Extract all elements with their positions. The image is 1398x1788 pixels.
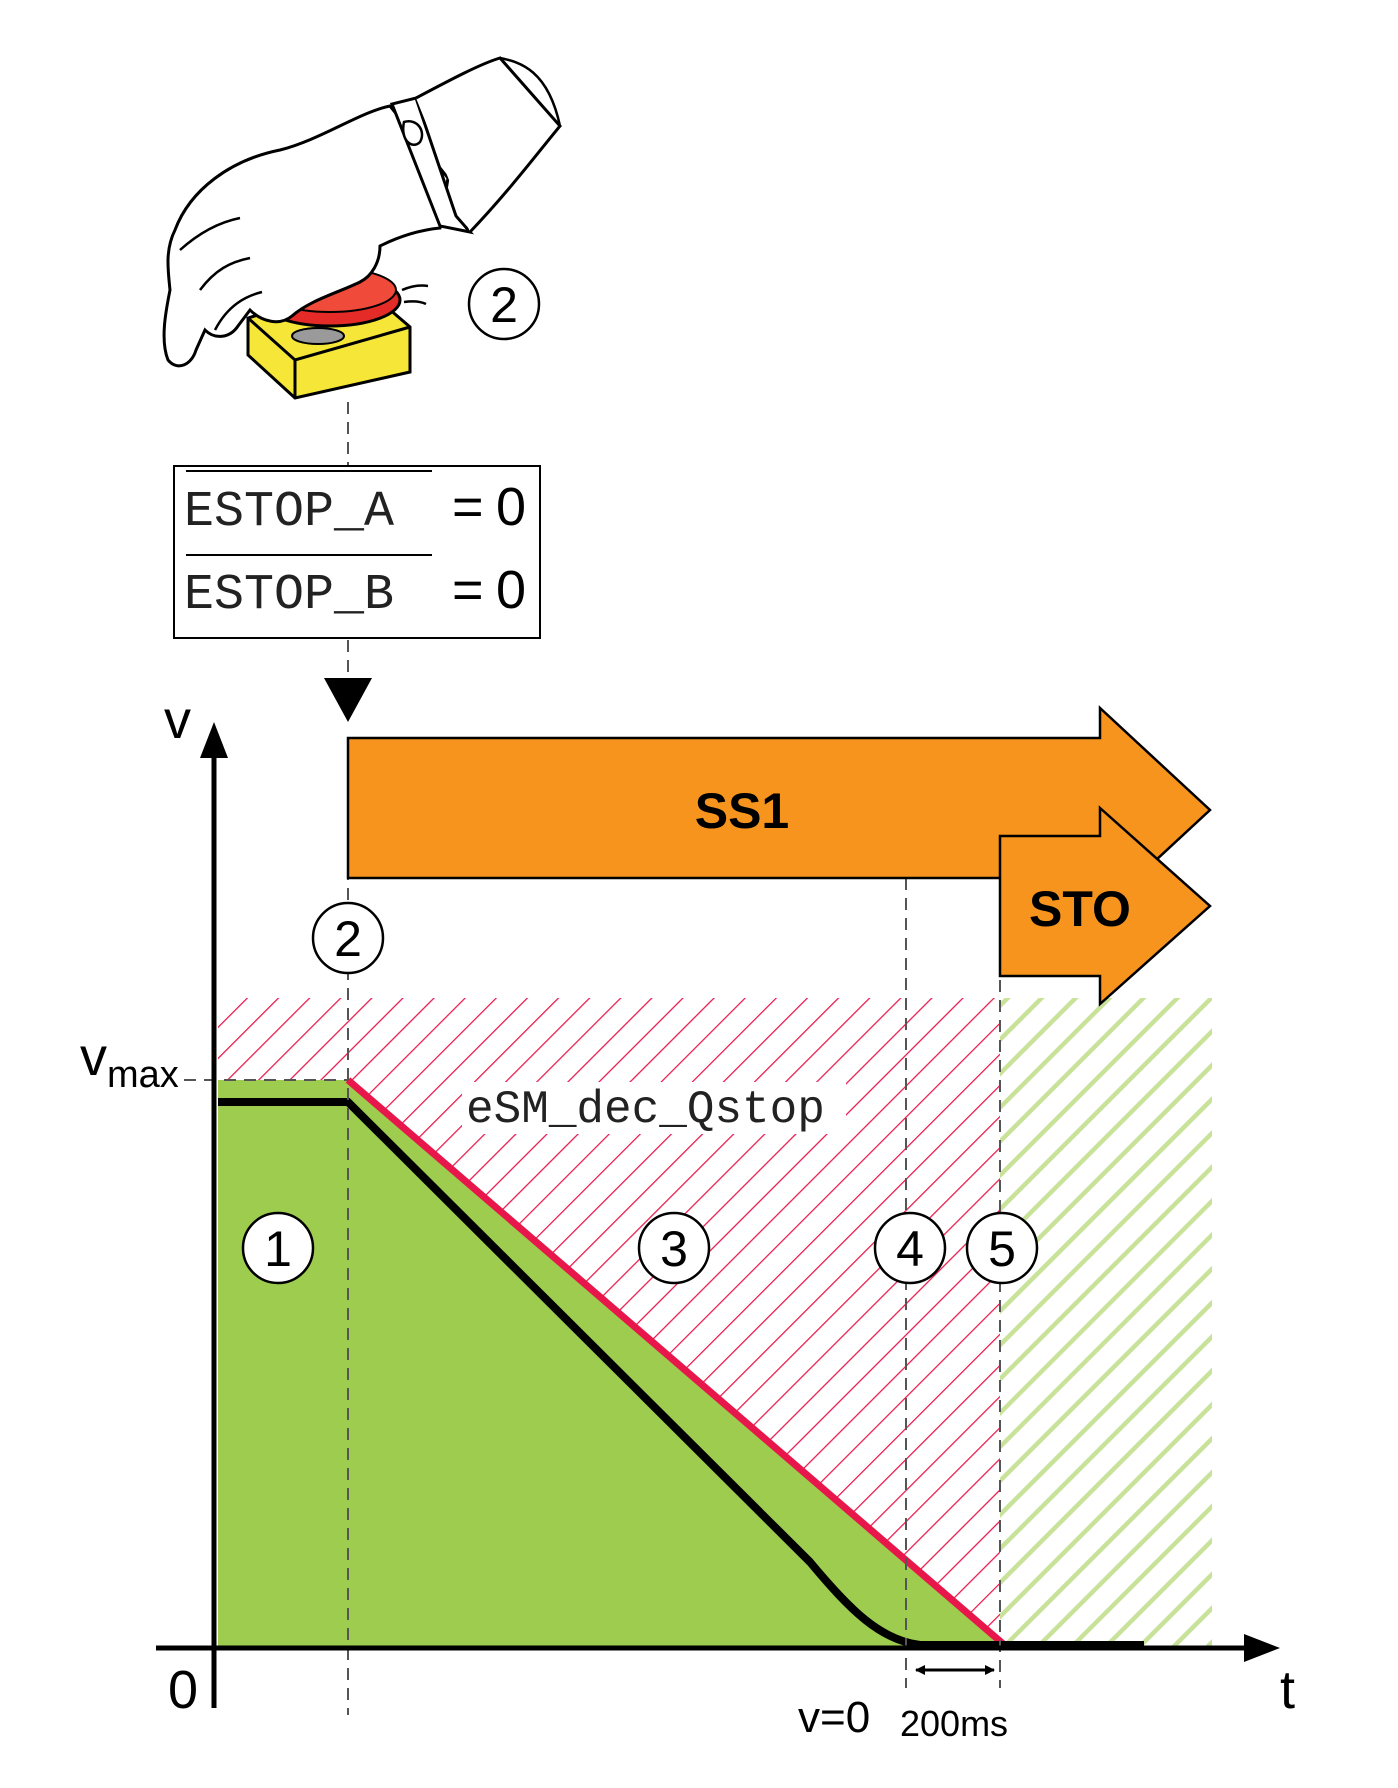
y-axis-label: v — [164, 690, 191, 750]
svg-text:2: 2 — [334, 911, 362, 967]
marker-2-axis: 2 — [311, 901, 385, 975]
svg-text:2: 2 — [490, 277, 518, 333]
svg-text:4: 4 — [896, 1221, 924, 1277]
trigger-arrow-icon — [324, 678, 372, 722]
vmax-label: vmax — [80, 1027, 179, 1096]
origin-label: 0 — [168, 1660, 198, 1720]
estop-b-value: 0 — [496, 560, 526, 620]
marker-4: 4 — [873, 1211, 947, 1285]
svg-text:1: 1 — [264, 1221, 292, 1277]
estop-a-equals: = — [452, 477, 484, 537]
sto-state-arrow — [998, 805, 1212, 1007]
estop-a-signal: ESTOP_A — [184, 484, 394, 541]
estop-a-value: 0 — [496, 477, 526, 537]
y-axis-arrow-icon — [200, 722, 228, 758]
red-ramp-line — [345, 1077, 1011, 1651]
marker-1: 1 — [241, 1211, 315, 1285]
delay-label: 200ms — [900, 1703, 1008, 1744]
ramp-label: eSM_dec_Qstop — [466, 1084, 825, 1136]
x-axis-arrow-icon — [1244, 1634, 1280, 1662]
x-axis-label: t — [1280, 1660, 1295, 1720]
estop-signal-box — [173, 465, 541, 639]
green-hatched-zone — [1000, 998, 1212, 1648]
estop-b-equals: = — [452, 560, 484, 620]
velocity-curve — [218, 1098, 1144, 1649]
sto-label: STO — [1029, 881, 1131, 937]
svg-text:3: 3 — [660, 1221, 688, 1277]
hand-pressing-icon — [162, 56, 562, 368]
marker-3: 3 — [637, 1211, 711, 1285]
ss1-label: SS1 — [695, 783, 790, 839]
marker-5: 5 — [965, 1211, 1039, 1285]
ramp-label-bg — [462, 1082, 846, 1134]
marker-2-top: 2 — [467, 267, 541, 341]
estop-b-signal: ESTOP_B — [184, 567, 394, 624]
svg-text:5: 5 — [988, 1221, 1016, 1277]
v-zero-label: v=0 — [798, 1693, 870, 1742]
